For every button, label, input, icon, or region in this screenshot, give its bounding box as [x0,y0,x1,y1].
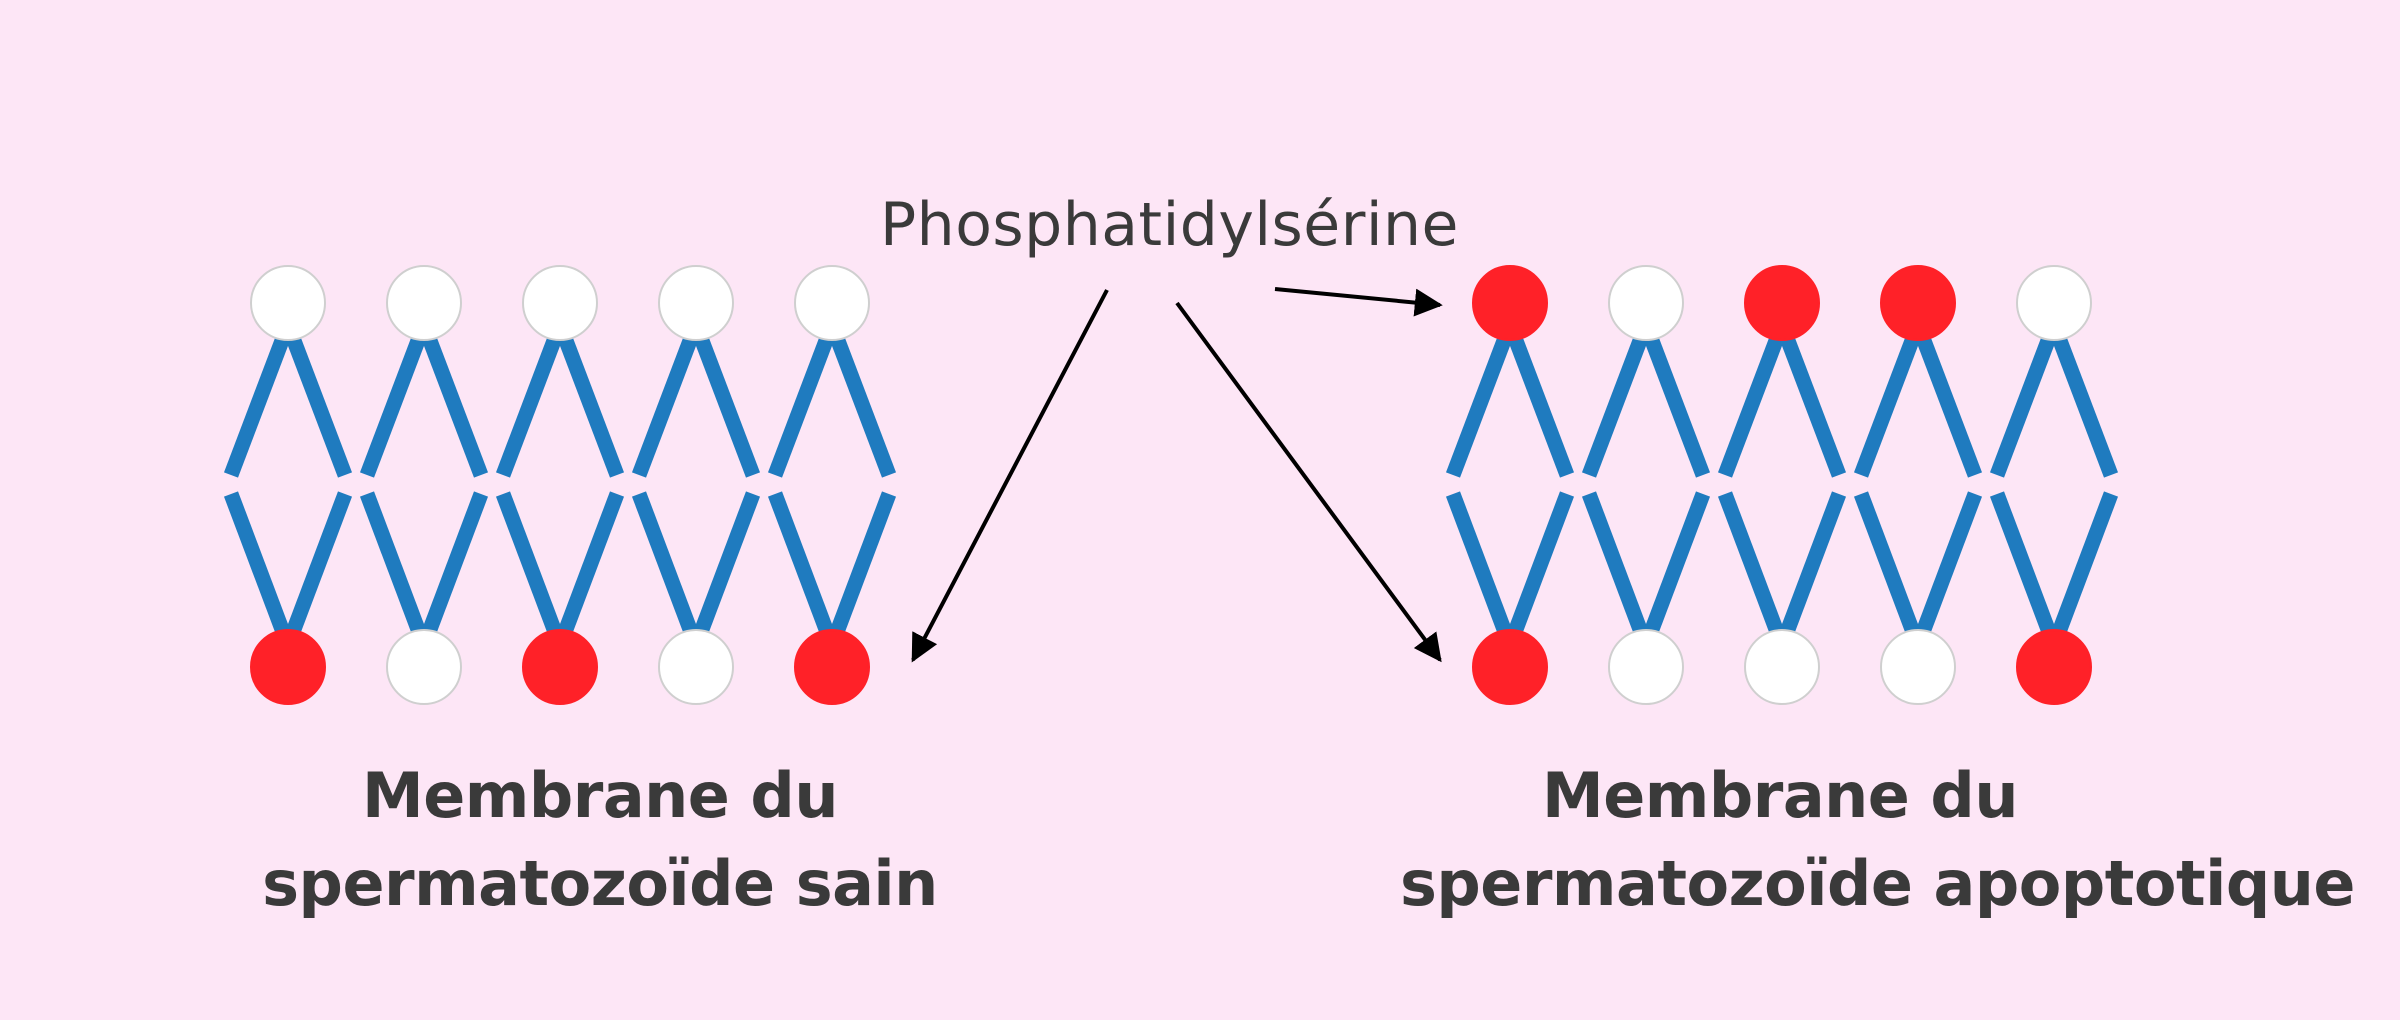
upper-tail-right [1643,335,1711,478]
phosphatidylserine-label: Phosphatidylsérine [880,190,1459,260]
upper-tail-right [285,335,353,478]
arrow-to-apoptotic-bottom-head [1175,301,1442,663]
caption-line-2: spermatozoïde apoptotique [1400,847,2355,920]
arrow-to-apoptotic-top-head [1274,287,1443,317]
healthy-membrane-caption: Membrane du spermatozoïde sain [220,752,980,928]
lower-tail-left [1445,491,1513,635]
lower-tail-left [1581,491,1649,635]
lower-tail-left [631,491,699,635]
upper-tail-right [557,335,625,478]
phospholipid-head [658,629,734,705]
lower-tail-right [285,491,353,635]
upper-tail-left [1581,335,1649,478]
upper-tail-right [1507,335,1575,478]
pointer-arrows [911,287,1443,663]
lower-tail-right [693,491,761,635]
phospholipid-head [794,265,870,341]
lower-tail-right [1507,491,1575,635]
phospholipid-head [386,265,462,341]
phospholipid-head [1608,629,1684,705]
upper-tail-left [1445,335,1513,478]
upper-tail-right [421,335,489,478]
phosphatidylserine-head [1472,265,1548,341]
lower-tail-left [1853,491,1921,635]
upper-tail-left [767,335,835,478]
lower-tail-left [1717,491,1785,635]
phosphatidylserine-head [2016,629,2092,705]
phosphatidylserine-head [794,629,870,705]
upper-tail-right [829,335,897,478]
arrow-to-healthy-bottom-head [911,289,1109,663]
upper-tail-left [1717,335,1785,478]
lower-tail-left [359,491,427,635]
phosphatidylserine-head [250,629,326,705]
healthy-membrane [223,265,897,705]
phospholipid-head [522,265,598,341]
lower-tail-right [829,491,897,635]
upper-tail-right [693,335,761,478]
apoptotic-membrane-caption: Membrane du spermatozoïde apoptotique [1400,752,2355,928]
caption-line-1: Membrane du [362,759,838,832]
caption-line-2: spermatozoïde sain [262,847,938,920]
lower-tail-left [223,491,291,635]
lower-tail-right [2051,491,2119,635]
upper-tail-left [359,335,427,478]
phospholipid-head [658,265,734,341]
lower-tail-right [557,491,625,635]
apoptotic-membrane [1445,265,2119,705]
phospholipid-head [386,629,462,705]
upper-tail-left [495,335,563,478]
lower-tail-right [1915,491,1983,635]
lower-tail-right [1779,491,1847,635]
lower-tail-left [1989,491,2057,635]
phosphatidylserine-head [1880,265,1956,341]
phospholipid-head [2016,265,2092,341]
lower-tail-right [421,491,489,635]
upper-tail-left [223,335,291,478]
upper-tail-right [1779,335,1847,478]
phosphatidylserine-head [522,629,598,705]
upper-tail-left [1853,335,1921,478]
lower-tail-left [767,491,835,635]
upper-tail-left [1989,335,2057,478]
upper-tail-left [631,335,699,478]
lower-tail-left [495,491,563,635]
phosphatidylserine-head [1472,629,1548,705]
lower-tail-right [1643,491,1711,635]
phospholipid-head [1744,629,1820,705]
upper-tail-right [1915,335,1983,478]
phosphatidylserine-head [1744,265,1820,341]
upper-tail-right [2051,335,2119,478]
phospholipid-head [1608,265,1684,341]
phospholipid-head [250,265,326,341]
phospholipid-head [1880,629,1956,705]
caption-line-1: Membrane du [1542,759,2018,832]
